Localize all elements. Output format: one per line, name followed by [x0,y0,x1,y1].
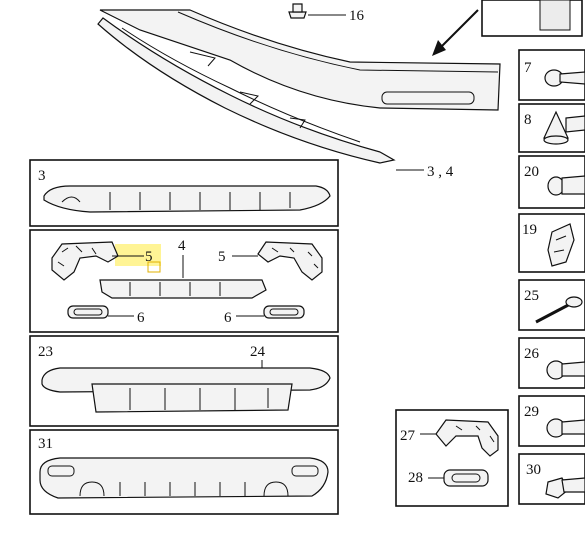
part-number-30: 30 [526,462,541,478]
diffuser-31[interactable] [39,457,329,499]
trim-27[interactable] [435,419,499,457]
part-tile-30[interactable]: 30 [518,453,585,505]
screw-icon [546,418,585,438]
callout-27[interactable]: 27 [400,428,416,444]
callout-16[interactable]: 16 [349,8,365,24]
diffuser-3[interactable] [43,185,331,213]
callout-3-4[interactable]: 3 , 4 [427,164,454,180]
callout-5-right[interactable]: 5 [218,249,226,265]
callout-31[interactable]: 31 [38,436,53,452]
part-tile-20[interactable]: 20 [518,155,585,209]
callout-23[interactable]: 23 [38,344,53,360]
rivet-icon [547,175,585,196]
part-tile-19[interactable]: 19 [518,213,585,273]
part-number-20: 20 [524,164,539,180]
rear-bumper-cover[interactable] [97,9,501,164]
nut-16-icon[interactable] [288,3,307,19]
part-number-8: 8 [524,112,532,128]
exhaust-trim-28[interactable] [443,469,489,487]
bolt-icon [544,69,585,87]
trim-5-right[interactable] [257,241,323,281]
part-number-26: 26 [524,346,540,362]
long-screw-icon [535,296,583,324]
screw-icon [546,360,585,380]
part-tile-8[interactable]: 8 [518,103,585,153]
callout-5-left[interactable]: 5 [145,249,153,265]
part-number-25: 25 [524,288,539,304]
exhaust-trim-6-right[interactable] [263,305,305,319]
part-tile-26[interactable]: 26 [518,337,585,389]
trim-5-left[interactable] [51,241,119,281]
callout-6-left[interactable]: 6 [137,310,145,326]
diffuser-24[interactable] [91,383,293,413]
exhaust-trim-6-left[interactable] [67,305,109,319]
callout-6-right[interactable]: 6 [224,310,232,326]
part-number-19: 19 [522,222,537,238]
part-number-29: 29 [524,404,539,420]
callout-28[interactable]: 28 [408,470,423,486]
part-tile-29[interactable]: 29 [518,395,585,447]
nut-icon [545,477,585,499]
bracket-clip-icon [547,223,575,267]
diffuser-4[interactable] [99,279,267,299]
part-tile-7[interactable]: 7 [518,49,585,101]
callout-3[interactable]: 3 [38,168,46,184]
highlight-marker-box [147,261,161,273]
arrow-icon [432,9,479,56]
callout-4[interactable]: 4 [178,238,186,254]
callout-24[interactable]: 24 [250,344,266,360]
clip-icon [543,110,585,145]
part-number-7: 7 [524,60,532,76]
highlight-marker [115,244,161,266]
side-parts-column: 7 8 20 19 [518,49,585,505]
part-tile-25[interactable]: 25 [518,279,585,331]
